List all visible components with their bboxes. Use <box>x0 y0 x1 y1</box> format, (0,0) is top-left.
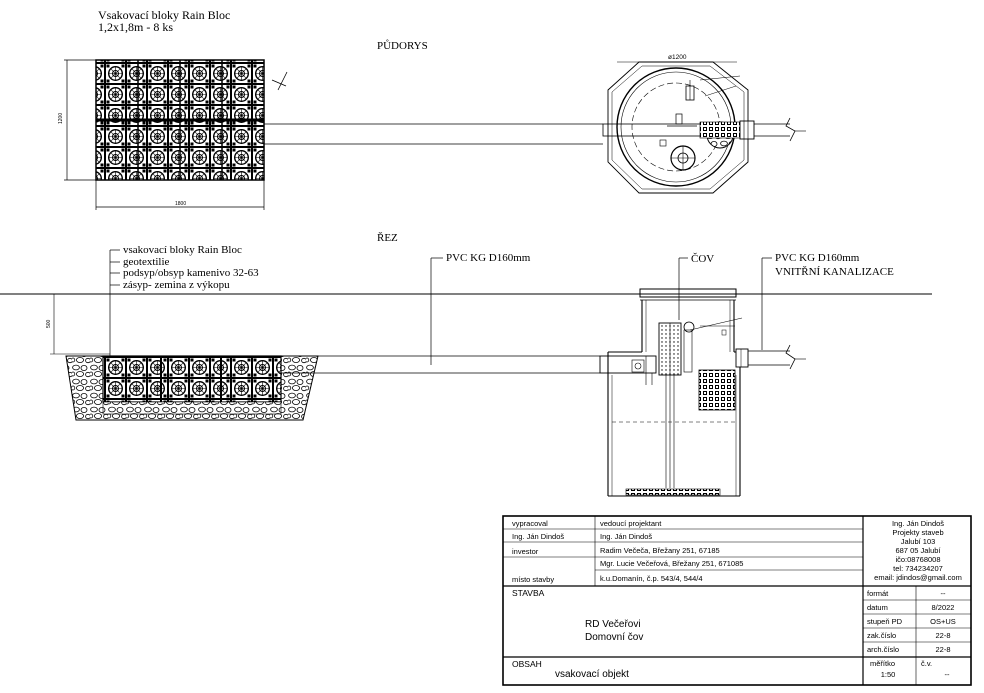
blocks-count: 1,2x1,8m - 8 ks <box>98 20 173 34</box>
tb-investor-2: Mgr. Lucie Večeřová, Břežany 251, 671085 <box>600 559 743 568</box>
pipe-label: PVC KG D160mm <box>446 252 531 264</box>
section-tank <box>599 288 806 497</box>
section-title: ŘEZ <box>377 232 398 244</box>
layer-geotextile: geotextilie <box>123 256 170 268</box>
tb-zak-label: zak.číslo <box>867 631 896 640</box>
layer-gravel: podsyp/obsyp kamenivo 32-63 <box>123 267 259 279</box>
tb-zak-value: 22-8 <box>935 631 950 640</box>
plan-cut-mark <box>271 71 288 91</box>
plan-dimension-width <box>95 180 265 210</box>
blocks-title: Vsakovací bloky Rain Bloc <box>98 8 230 22</box>
section-dimension <box>50 293 110 355</box>
title-block-text: vypracoval vedoucí projektant Ing. Ján D… <box>512 519 962 680</box>
section-dim-label: 500 <box>46 319 52 328</box>
tb-company-6: tel: 734234207 <box>893 564 943 573</box>
tb-datum-label: datum <box>867 603 888 612</box>
tb-company-1: Ing. Ján Dindoš <box>892 519 944 528</box>
cov-label: ČOV <box>691 253 714 265</box>
tb-vedouci: vedoucí projektant <box>600 519 662 528</box>
tb-stavba-label: STAVBA <box>512 588 545 598</box>
plan-tank-diameter: ø1200 <box>668 54 687 61</box>
tb-vypracoval: vypracoval <box>512 519 548 528</box>
title-block-frame <box>502 515 972 686</box>
tb-author: Ing. Ján Dindoš <box>512 532 564 541</box>
tb-stavba-line1: RD Večeřovi <box>585 619 641 630</box>
tb-datum-value: 8/2022 <box>932 603 955 612</box>
tb-company-2: Projekty staveb <box>892 528 943 537</box>
plan-title: PŮDORYS <box>377 39 428 52</box>
right-pipe-label: PVC KG D160mm <box>775 252 860 264</box>
tb-arch-label: arch.číslo <box>867 645 899 654</box>
tb-stupen-value: OS+US <box>930 617 956 626</box>
section-block-field <box>102 355 282 415</box>
plan-tank <box>602 61 806 194</box>
tb-stavba-line2: Domovní čov <box>585 632 643 643</box>
tb-cv-value: -- <box>945 670 950 679</box>
internal-sewer-label: VNITŘNÍ KANALIZACE <box>775 266 894 278</box>
layer-leaders <box>109 249 120 360</box>
plan-dim-height-label: 1200 <box>58 113 64 124</box>
tb-company-3: Jalubí 103 <box>901 537 936 546</box>
tb-format-value: -- <box>941 589 946 598</box>
plan-pipe <box>264 123 603 145</box>
plan-dim-width-label: 1800 <box>175 201 186 207</box>
tb-company-4: 687 05 Jalubí <box>895 546 941 555</box>
tb-investor-label: investor <box>512 547 539 556</box>
tb-format-label: formát <box>867 589 889 598</box>
tb-obsah-value: vsakovací objekt <box>555 669 629 680</box>
tb-site-label: místo stavby <box>512 575 554 584</box>
layer-backfill: zásyp- zemina z výkopu <box>123 279 230 291</box>
tb-site-value: k.u.Domanín, č.p. 543/4, 544/4 <box>600 574 703 583</box>
tb-stupen-label: stupeň PD <box>867 617 903 626</box>
plan-dimension-height <box>64 59 96 181</box>
tb-company-5: ičo:08768008 <box>895 555 940 564</box>
tb-lead: Ing. Ján Dindoš <box>600 532 652 541</box>
tb-company-7: email: jdindos@gmail.com <box>874 573 962 582</box>
right-pipe-leader <box>761 257 772 350</box>
section-pipe <box>281 355 600 374</box>
tb-investor-1: Radim Večeča, Břežany 251, 67185 <box>600 546 720 555</box>
tb-meritko-label: měřítko <box>870 659 895 668</box>
tb-cv-label: č.v. <box>921 659 932 668</box>
tb-obsah-label: OBSAH <box>512 659 542 669</box>
pipe-leader <box>430 257 443 365</box>
layer-blocks: vsakovací bloky Rain Bloc <box>123 244 242 256</box>
tb-meritko-value: 1:50 <box>881 670 896 679</box>
plan-block-field <box>95 59 265 181</box>
tb-arch-value: 22-8 <box>935 645 950 654</box>
